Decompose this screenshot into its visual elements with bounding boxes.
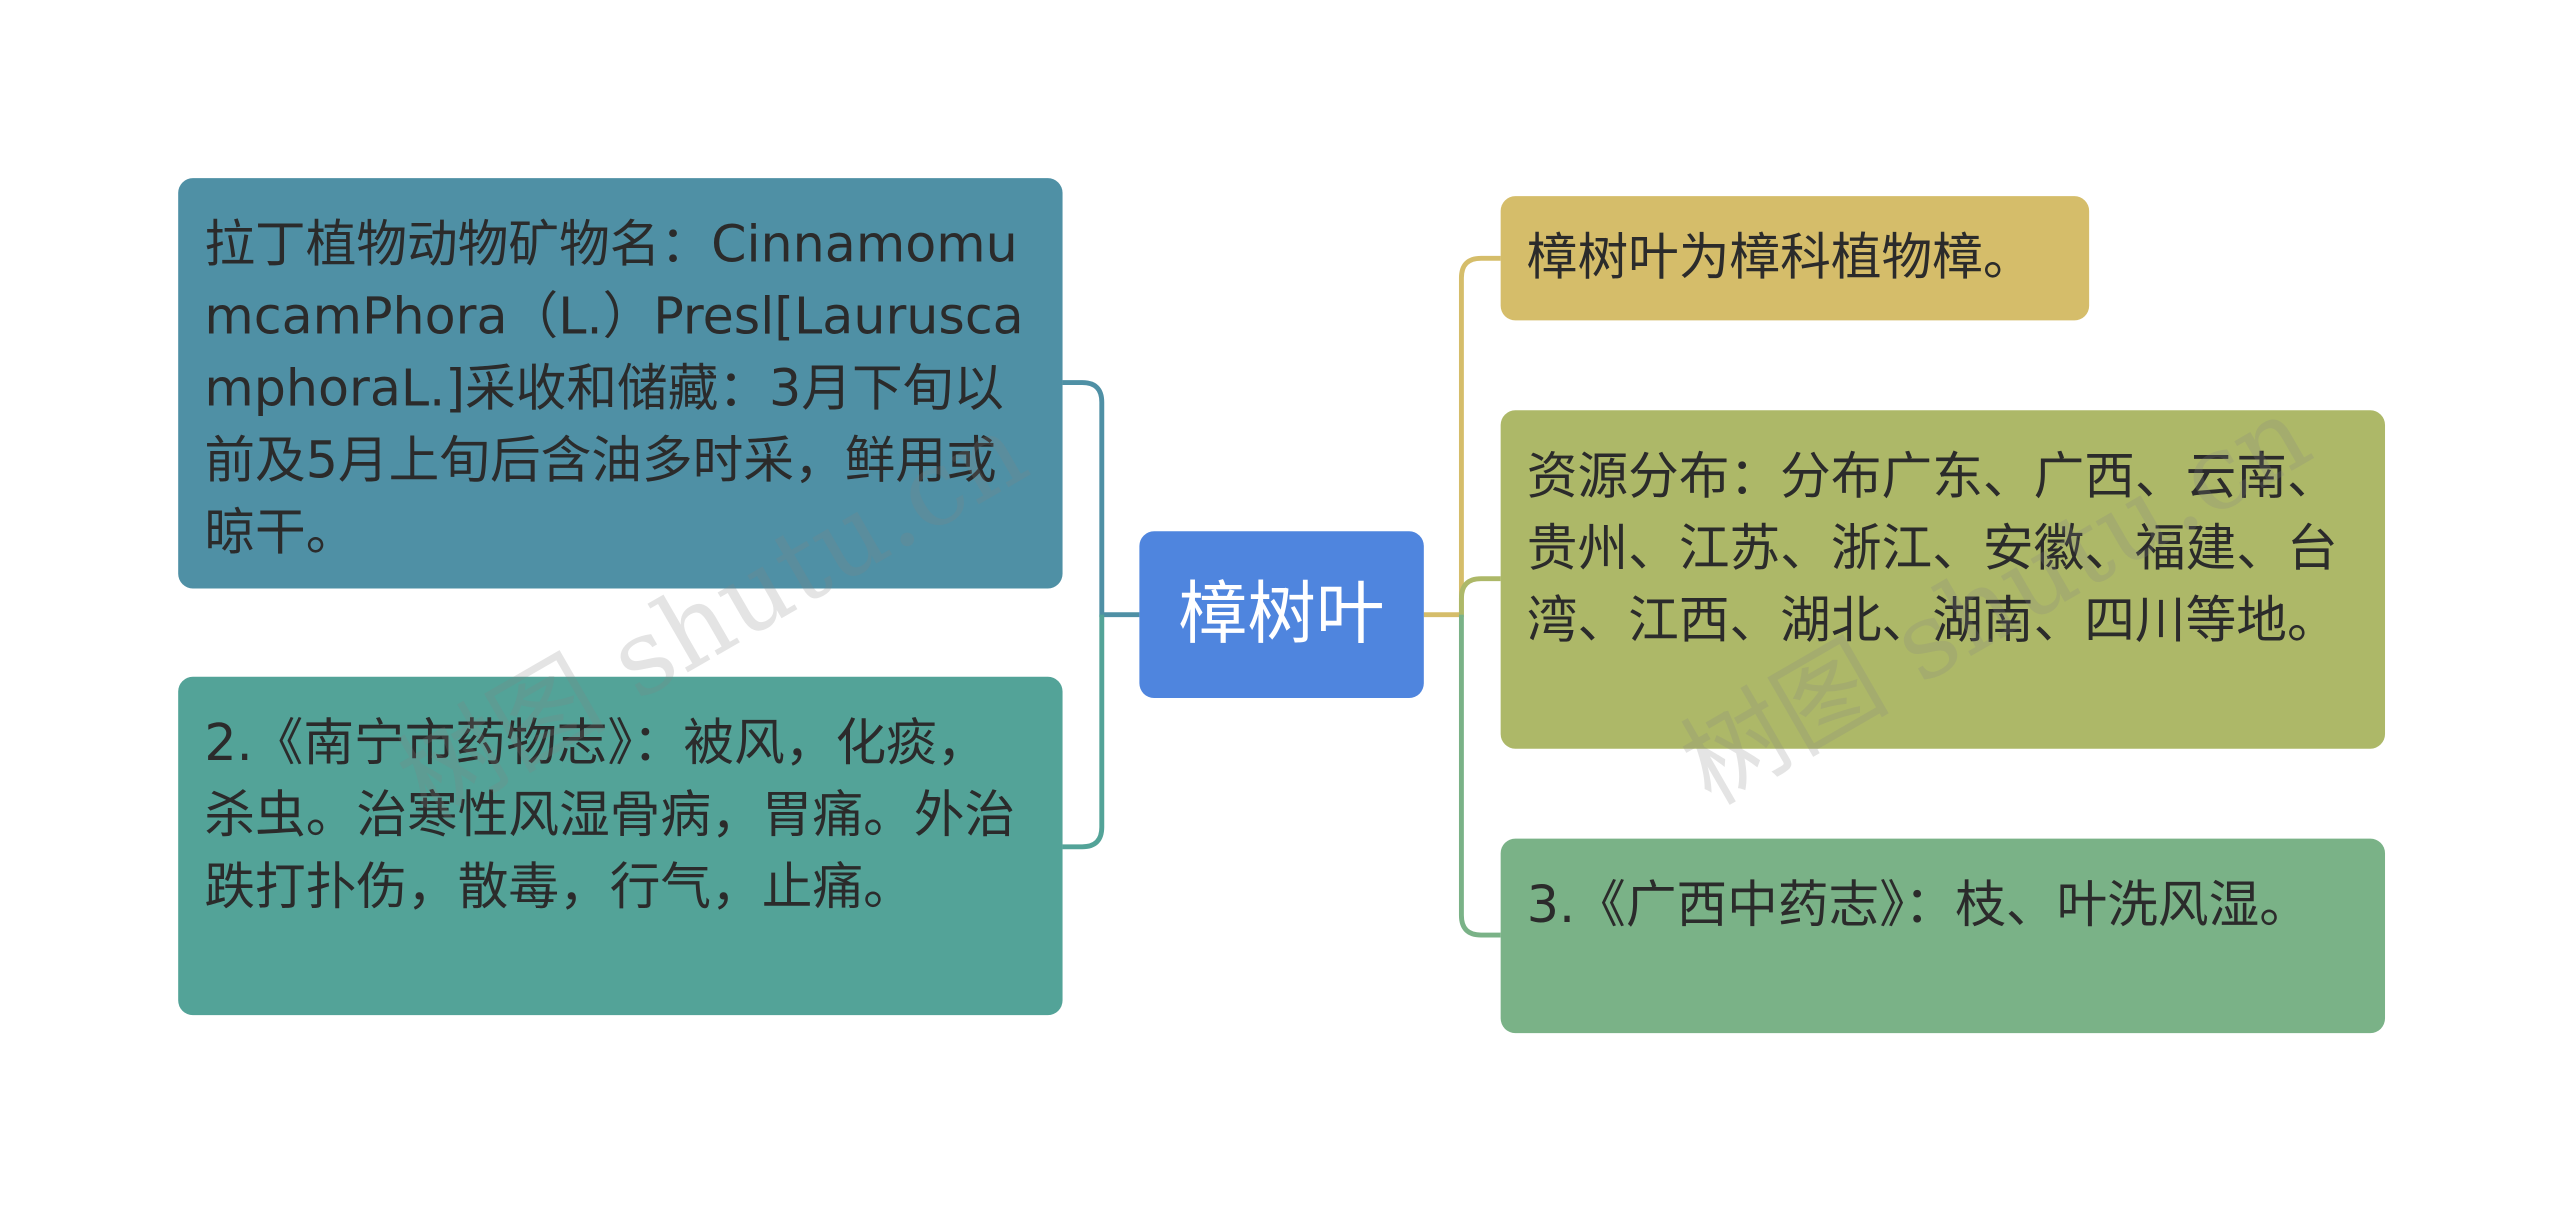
topic-latin-name-harvest[interactable]: 拉丁植物动物矿物名：CinnamomumcamPhora（L.）Presl[La… — [178, 178, 1063, 589]
connector-right-3 — [1458, 614, 1501, 938]
topic-guangxi-materia-medica[interactable]: 3.《广西中药志》：枝、叶洗风湿。 — [1500, 838, 2386, 1034]
topic-plant-origin[interactable]: 樟树叶为樟科植物樟。 — [1500, 196, 2090, 321]
connector-left-1 — [1062, 380, 1140, 618]
topic-distribution[interactable]: 资源分布：分布广东、广西、云南、贵州、江苏、浙江、安徽、福建、台湾、江西、湖北、… — [1500, 410, 2386, 749]
topic-plant-origin-text: 樟树叶为樟科植物樟。 — [1526, 228, 2034, 288]
topic-nanning-materia-medica[interactable]: 2.《南宁市药物志》：被风，化痰，杀虫。治寒性风湿骨病，胃痛。外治跌打扑伤，散毒… — [178, 676, 1063, 1016]
central-topic-label: 樟树叶 — [1178, 573, 1385, 654]
connector-right-1 — [1423, 255, 1501, 618]
topic-guangxi-materia-medica-text: 3.《广西中药志》：枝、叶洗风湿。 — [1526, 876, 2310, 936]
central-topic[interactable]: 樟树叶 — [1139, 531, 1424, 699]
connector-left-2 — [1062, 614, 1105, 850]
topic-latin-name-harvest-text: 拉丁植物动物矿物名：CinnamomumcamPhora（L.）Presl[La… — [204, 215, 1024, 563]
topic-nanning-materia-medica-text: 2.《南宁市药物志》：被风，化痰，杀虫。治寒性风湿骨病，胃痛。外治跌打扑伤，散毒… — [204, 714, 1016, 918]
topic-distribution-text: 资源分布：分布广东、广西、云南、贵州、江苏、浙江、安徽、福建、台湾、江西、湖北、… — [1526, 447, 2338, 651]
connector-right-2 — [1458, 576, 1501, 615]
